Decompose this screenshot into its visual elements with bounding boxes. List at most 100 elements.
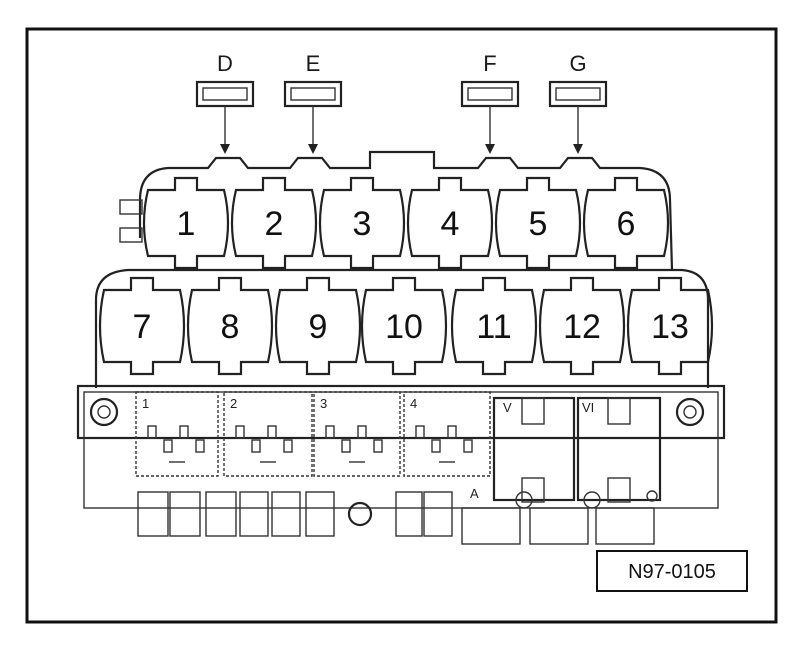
connector-f: F <box>460 51 520 154</box>
fuse-terminal <box>373 439 383 453</box>
relay-body <box>494 176 582 270</box>
relay-row-top: 1 2 3 4 5 6 <box>142 176 670 270</box>
relay-body <box>626 276 714 376</box>
connector-pins <box>467 87 513 101</box>
relay-body <box>274 276 362 376</box>
fuse-block-2: 2 <box>223 391 313 477</box>
fuse-block-frame <box>403 391 491 477</box>
relay-13: 13 <box>626 276 714 376</box>
fuse-strip-frame <box>76 384 726 440</box>
socket-vi-label: VI <box>582 400 594 415</box>
fuse-terminal <box>325 425 335 439</box>
relay-body <box>142 176 230 270</box>
relay-6: 6 <box>582 176 670 270</box>
fuse-block-frame <box>223 391 313 477</box>
relay-7: 7 <box>98 276 186 376</box>
fuse-terminal <box>447 425 457 439</box>
relay-body <box>538 276 626 376</box>
connector-pins <box>290 87 336 101</box>
relay-body <box>450 276 538 376</box>
fuse-block-frame <box>135 391 219 477</box>
fuse-block-number: 3 <box>320 396 327 411</box>
relay-number: 3 <box>353 205 372 243</box>
relay-number: 1 <box>177 205 196 243</box>
arrow-down-icon <box>308 144 318 154</box>
socket-v-label: V <box>503 400 512 415</box>
outer-frame <box>25 27 778 624</box>
arrow-down-icon <box>573 144 583 154</box>
fuse-terminal <box>235 425 245 439</box>
connector-plug <box>548 80 608 108</box>
relay-body <box>318 176 406 270</box>
relay-8: 8 <box>186 276 274 376</box>
relay-9: 9 <box>274 276 362 376</box>
relay-number: 2 <box>265 205 284 243</box>
relay-body <box>582 176 670 270</box>
fuse-terminal <box>179 425 189 439</box>
relay-number: 10 <box>385 308 423 346</box>
fuse-terminal <box>283 439 293 453</box>
connector-plug <box>195 80 255 108</box>
connector-pins <box>555 87 601 101</box>
relay-number: 7 <box>133 308 152 346</box>
fuse-terminal <box>195 439 205 453</box>
socket-v: V <box>492 396 576 503</box>
fuse-block-4: 4 <box>403 391 491 477</box>
fuse-block-1: 1 <box>135 391 219 477</box>
fuse-terminal <box>431 439 441 453</box>
relay-12: 12 <box>538 276 626 376</box>
terminal-label-a: A <box>470 486 479 501</box>
fuse-area-frame <box>83 391 719 509</box>
relay-number: 6 <box>617 205 636 243</box>
relay-10: 10 <box>360 276 448 376</box>
socket-vi: VI <box>576 396 662 503</box>
fuse-terminal <box>463 439 473 453</box>
connector-label: E <box>306 51 321 76</box>
reference-code: N97-0105 <box>628 561 716 583</box>
connector-label: D <box>217 51 233 76</box>
relay-1: 1 <box>142 176 230 270</box>
relay-body <box>98 276 186 376</box>
mounting-bolt-icon <box>89 397 119 427</box>
connector-group: D E F G <box>195 51 608 154</box>
bottom-housing-outline <box>94 268 710 388</box>
relay-number: 9 <box>309 308 328 346</box>
fuse-block-number: 1 <box>142 396 149 411</box>
relay-body <box>186 276 274 376</box>
fuse-terminal <box>163 439 173 453</box>
connector-d: D <box>195 51 255 154</box>
connector-plug <box>460 80 520 108</box>
relay-11: 11 <box>450 276 538 376</box>
reference-box <box>596 550 748 592</box>
fuse-terminal <box>415 425 425 439</box>
lower-terminals <box>137 490 658 545</box>
relay-2: 2 <box>230 176 318 270</box>
relay-number: 4 <box>441 205 460 243</box>
relay-body <box>230 176 318 270</box>
relay-number: 5 <box>529 205 548 243</box>
connector-label: G <box>569 51 586 76</box>
connector-g: G <box>548 51 608 154</box>
top-housing-outline <box>138 150 674 271</box>
fuse-terminal <box>251 439 261 453</box>
relay-number: 11 <box>476 308 511 346</box>
relay-row-bottom: 7 8 9 10 11 12 13 <box>98 276 714 376</box>
mounting-bolt-icon <box>675 397 705 427</box>
connector-pins <box>202 87 248 101</box>
fuse-block-number: 4 <box>410 396 417 411</box>
side-tab-upper <box>119 199 143 215</box>
arrow-down-icon <box>220 144 230 154</box>
relay-4: 4 <box>406 176 494 270</box>
relay-number: 8 <box>221 308 240 346</box>
relay-number: 12 <box>563 308 601 346</box>
relay-number: 13 <box>651 308 689 346</box>
fuse-terminal <box>147 425 157 439</box>
arrow-down-icon <box>485 144 495 154</box>
relay-5: 5 <box>494 176 582 270</box>
fuse-terminal <box>357 425 367 439</box>
fuse-block-frame <box>313 391 401 477</box>
fuse-block-3: 3 <box>313 391 401 477</box>
